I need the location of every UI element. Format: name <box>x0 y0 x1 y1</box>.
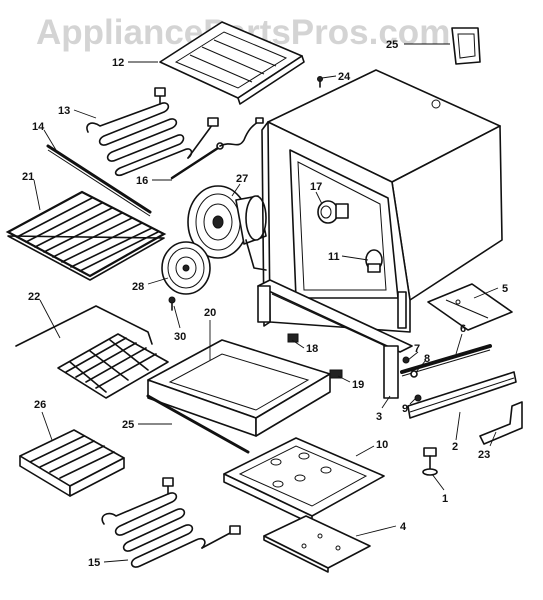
part-hardware-9 <box>414 394 422 402</box>
part-oven-rack <box>5 190 167 281</box>
callout-22: 22 <box>28 291 40 303</box>
part-bottom-plate <box>263 515 371 573</box>
part-broil-element <box>86 87 219 177</box>
callout-9: 9 <box>402 403 408 415</box>
callout-24: 24 <box>338 71 351 83</box>
callout-23: 23 <box>478 449 490 461</box>
callout-17: 17 <box>310 181 322 193</box>
callout-11: 11 <box>328 251 340 263</box>
part-oven-cavity <box>261 69 503 333</box>
callout-21: 21 <box>22 171 34 183</box>
callout-30: 30 <box>174 331 186 343</box>
callout-26: 26 <box>34 399 46 411</box>
part-hardware-7 <box>402 356 410 364</box>
part-bracket-23 <box>479 401 523 445</box>
part-leveling-leg <box>422 447 438 476</box>
callout-8: 8 <box>424 353 430 365</box>
part-slide-rail-2 <box>407 371 517 419</box>
part-bake-element <box>101 477 241 568</box>
part-screw-30 <box>168 296 176 311</box>
callout-4: 4 <box>400 521 407 533</box>
callout-15: 15 <box>88 557 100 569</box>
part-vent-gasket <box>451 27 481 65</box>
part-oven-sensor <box>170 117 264 180</box>
part-broiler-grid <box>19 429 125 497</box>
callout-7: 7 <box>414 343 420 355</box>
callout-28: 28 <box>132 281 144 293</box>
part-rail-25 <box>146 394 250 454</box>
callout-5: 5 <box>502 283 508 295</box>
callout-27: 27 <box>236 173 248 185</box>
callout-20: 20 <box>204 307 216 319</box>
callout-labels: 12 25 24 13 14 16 21 27 17 11 28 30 5 22… <box>22 39 508 569</box>
part-fan-blade <box>161 241 211 295</box>
part-convection-fan <box>187 185 267 271</box>
part-top-plate <box>159 21 305 105</box>
callout-13: 13 <box>58 105 70 117</box>
callout-10: 10 <box>376 439 388 451</box>
part-drawer <box>147 339 331 437</box>
callout-16: 16 <box>136 175 148 187</box>
part-side-bracket <box>427 283 513 331</box>
part-rod-14 <box>46 144 152 217</box>
leader-lines <box>33 43 499 563</box>
callout-6: 6 <box>460 323 466 335</box>
part-hardware-8 <box>410 370 418 378</box>
callout-3: 3 <box>376 411 382 423</box>
part-screw-24 <box>317 76 323 88</box>
callout-14: 14 <box>32 121 45 133</box>
part-rack-22 <box>15 305 169 399</box>
part-light-socket <box>317 200 349 224</box>
callout-19: 19 <box>352 379 364 391</box>
callout-25-lower: 25 <box>122 419 134 431</box>
callout-1: 1 <box>442 493 448 505</box>
part-lamp <box>365 249 383 273</box>
callout-18: 18 <box>306 343 318 355</box>
part-front-frame <box>257 279 413 399</box>
callout-25-top: 25 <box>386 39 398 51</box>
part-broiler-pan <box>223 437 385 525</box>
callout-2: 2 <box>452 441 458 453</box>
callout-12: 12 <box>112 57 124 69</box>
